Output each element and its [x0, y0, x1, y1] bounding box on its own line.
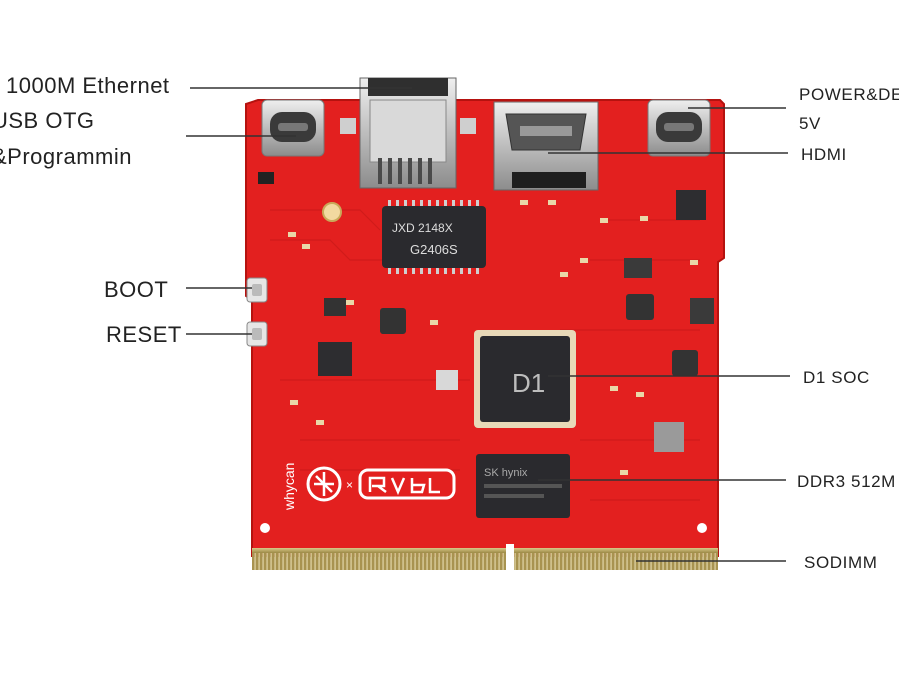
ethernet-chip-label1: JXD 2148X: [392, 221, 453, 235]
boot-label: BOOT: [104, 277, 169, 302]
svg-text:×: ×: [346, 478, 353, 492]
power-voltage-label: 5V: [799, 114, 821, 133]
passives: [288, 200, 698, 475]
usb-otg-label: USB OTG: [0, 108, 95, 133]
soc-chip-label: D1: [512, 368, 545, 398]
ddr3-chip: SK hynix: [476, 454, 570, 518]
partner-logo: [358, 468, 456, 500]
mount-hole: [260, 523, 270, 533]
mount-hole: [697, 523, 707, 533]
reset-button-component: [246, 321, 268, 347]
boot-button-component: [246, 277, 268, 303]
whycan-logo: whycan ×: [281, 463, 353, 511]
sodimm-label: SODIMM: [804, 553, 878, 572]
ethernet-label: 1000M Ethernet: [6, 73, 170, 98]
power-usb-connector: [647, 99, 711, 157]
ethernet-chip-label2: G2406S: [410, 242, 458, 257]
usb-otg-connector: [261, 99, 325, 157]
hdmi-label: HDMI: [801, 145, 847, 164]
vendor-label: whycan: [281, 463, 297, 511]
leader-lines: [186, 87, 790, 562]
reset-label: RESET: [106, 322, 182, 347]
ddr-label: DDR3 512M: [797, 472, 896, 491]
ram-chip-brand: SK hynix: [484, 467, 528, 479]
power-label: POWER&DE: [799, 85, 899, 104]
hdmi-connector: [493, 101, 599, 191]
d1-soc-chip: D1: [474, 330, 576, 428]
mount-hole: [322, 202, 342, 222]
small-components: [258, 172, 714, 452]
ethernet-connector: [340, 77, 476, 189]
ethernet-chip: JXD 2148X G2406S: [382, 200, 486, 274]
soc-label: D1 SOC: [803, 368, 870, 387]
programming-label: &Programmin: [0, 144, 132, 169]
sodimm-edge-connector: [252, 544, 718, 572]
